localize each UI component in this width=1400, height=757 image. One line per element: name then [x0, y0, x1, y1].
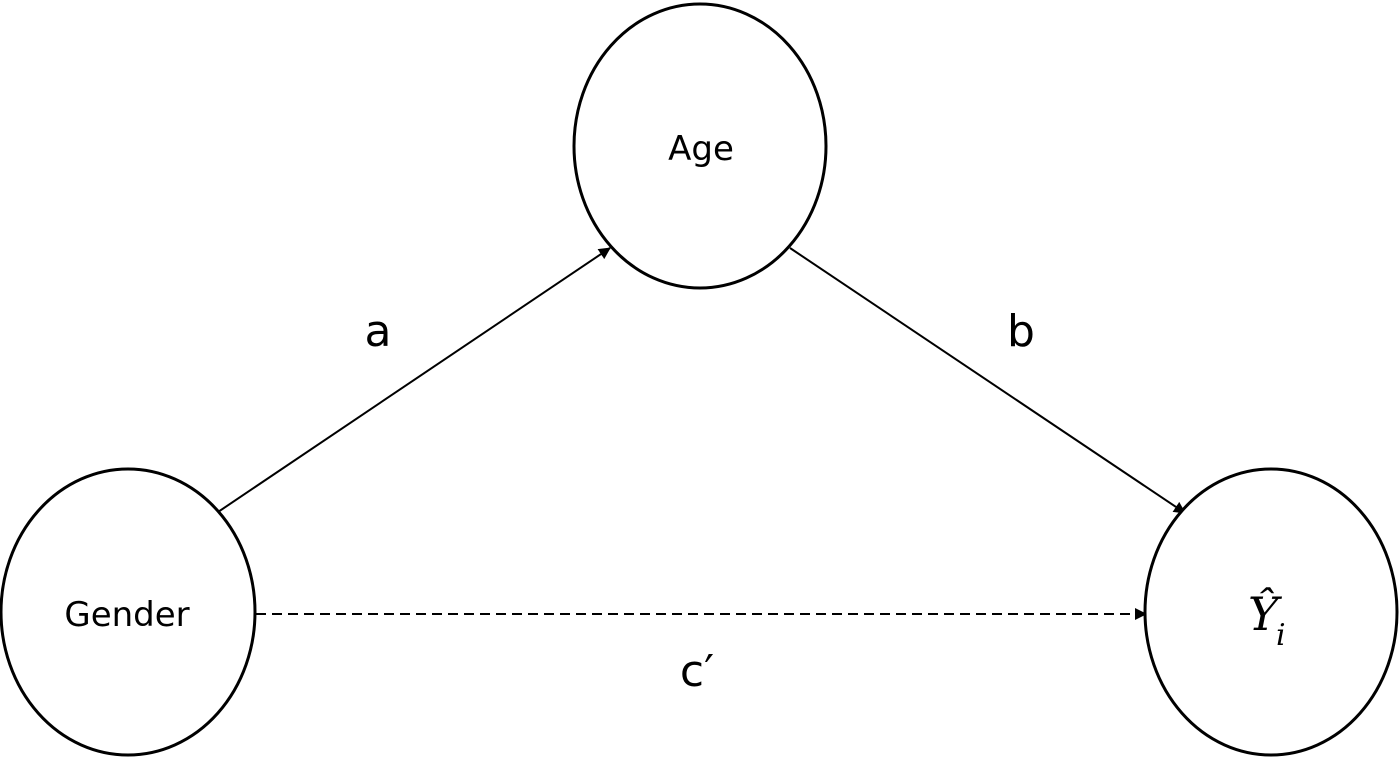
node-gender-circle [0, 467, 257, 757]
edge-label-c-prime: c′ [680, 646, 714, 697]
node-age-label: Age [668, 129, 734, 169]
node-outcome-circle [1143, 467, 1399, 757]
node-gender-label: Gender [64, 595, 189, 635]
node-outcome-label: Ŷ [1248, 586, 1283, 641]
edge-age-to-outcome [789, 247, 1186, 514]
edge-label-b: b [1007, 306, 1035, 357]
node-outcome-subscript: i [1276, 618, 1286, 653]
node-age-circle [572, 2, 828, 290]
edge-label-a: a [365, 306, 392, 357]
edge-gender-to-age [217, 247, 611, 513]
